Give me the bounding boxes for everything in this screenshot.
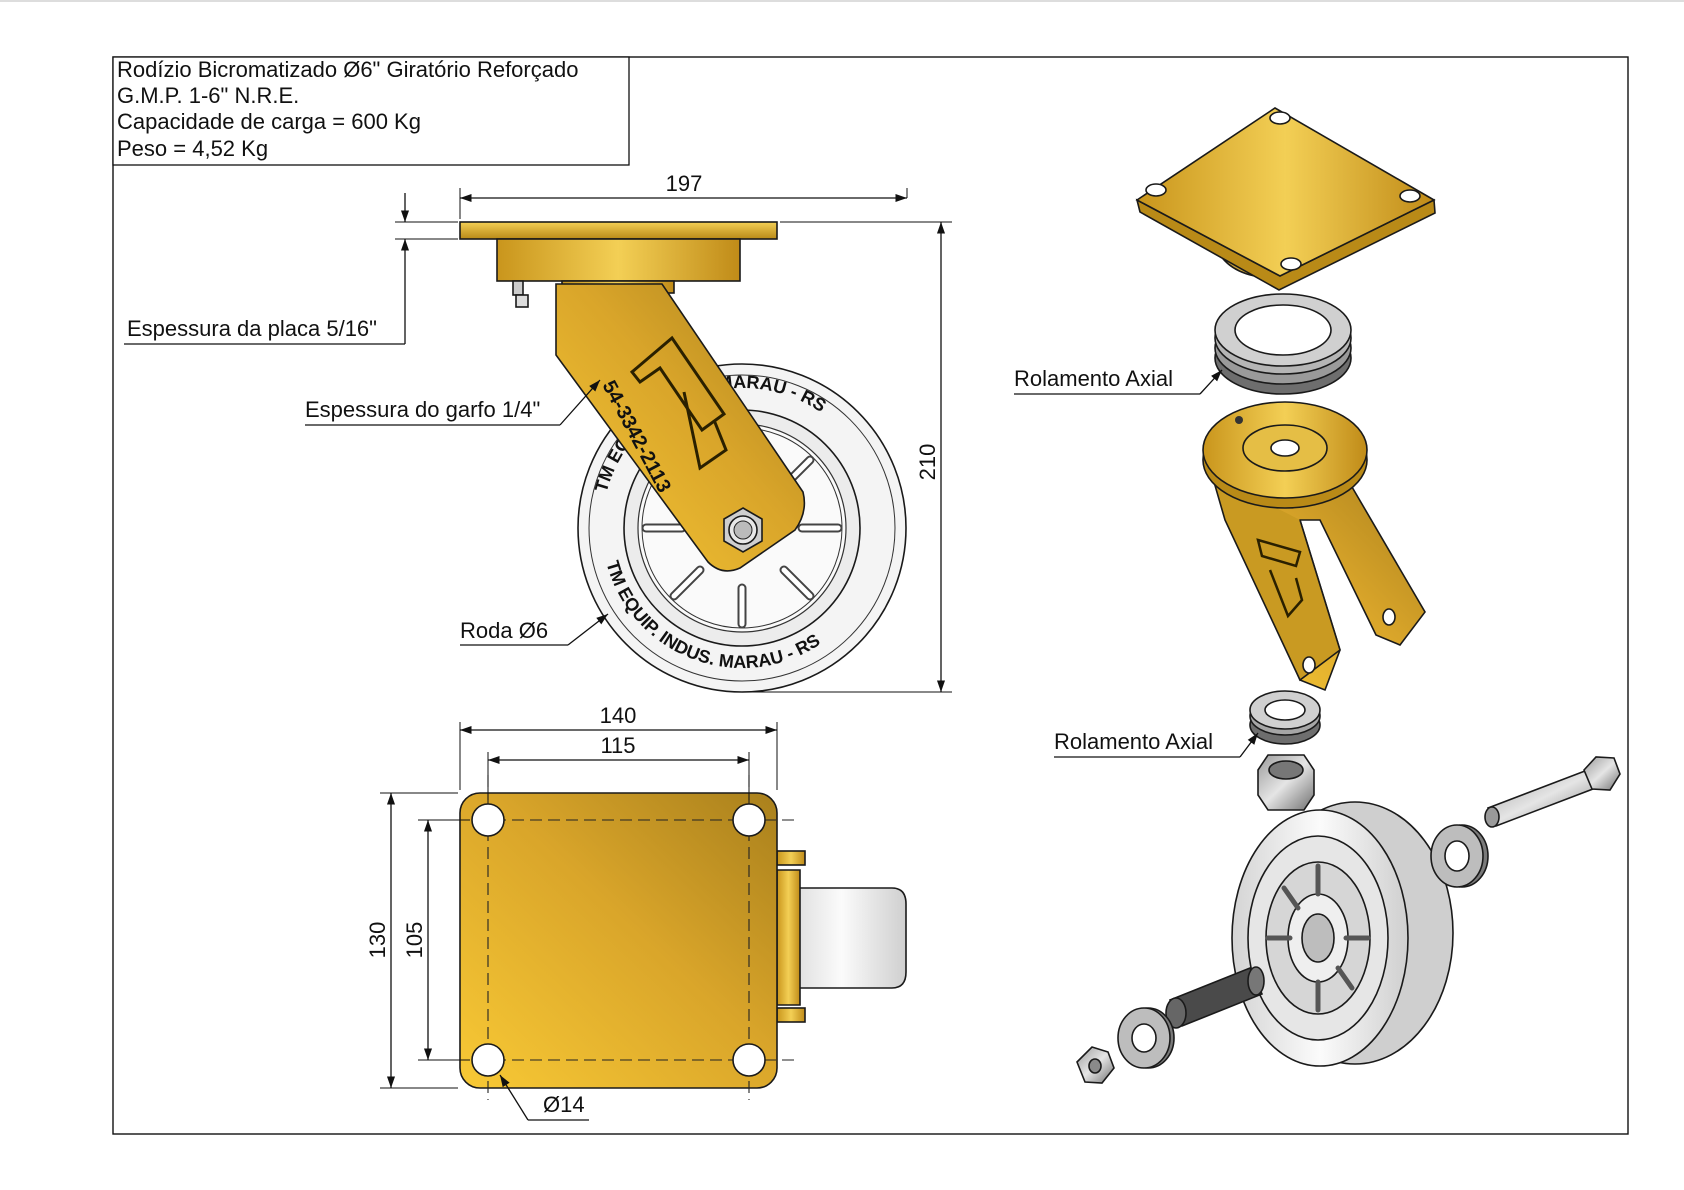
title-line-3: Capacidade de carga = 600 Kg — [117, 109, 421, 134]
top-view — [440, 775, 907, 1100]
top-view-dimensions: 140 115 130 105 Ø14 — [365, 703, 778, 1121]
side-view-fork-leg — [555, 283, 806, 572]
exploded-spacer-sleeve — [1165, 966, 1265, 1029]
mounting-hole-top-left — [471, 803, 505, 837]
dim-plate-width-197: 197 — [666, 171, 703, 196]
label-axial-bearing-top: Rolamento Axial — [1014, 366, 1173, 391]
exploded-kingpin-nut — [1257, 754, 1315, 811]
side-view-axle-nut — [723, 507, 763, 553]
mounting-hole-bottom-left — [471, 1043, 505, 1077]
dim-holes-115: 115 — [600, 733, 635, 758]
top-view-plate — [459, 792, 778, 1089]
dim-plate-130: 130 — [365, 922, 390, 959]
exploded-wheel-bearing-left — [1117, 1007, 1175, 1069]
drawing-frame — [112, 56, 1629, 1135]
exploded-axle-bolt — [1484, 756, 1621, 828]
top-view-wheel-peek — [776, 850, 907, 1023]
dim-holes-105: 105 — [402, 922, 427, 959]
exploded-wheel-bearing-right — [1430, 824, 1489, 888]
title-line-4: Peso = 4,52 Kg — [117, 136, 268, 161]
exploded-axle-nut — [1076, 1046, 1115, 1084]
dim-hole-diameter: Ø14 — [543, 1092, 585, 1117]
dim-height-210: 210 — [915, 444, 940, 481]
grease-nipple — [512, 280, 529, 308]
label-axial-bearing-bottom: Rolamento Axial — [1054, 729, 1213, 754]
mounting-hole-top-right — [732, 803, 766, 837]
title-line-2: G.M.P. 1-6" N.R.E. — [117, 83, 299, 108]
side-view-swivel-housing — [496, 238, 741, 282]
label-plate-thickness: Espessura da placa 5/16" — [127, 316, 377, 341]
exploded-wheel — [1231, 801, 1454, 1067]
exploded-axial-bearing-top — [1214, 293, 1352, 395]
side-view-top-plate — [459, 221, 778, 240]
fork-logo — [629, 335, 728, 471]
label-fork-thickness: Espessura do garfo 1/4" — [305, 397, 540, 422]
exploded-view-labels: Rolamento Axial Rolamento Axial — [1014, 366, 1259, 758]
dim-plate-140: 140 — [600, 703, 637, 728]
side-view-dimensions: 197 210 Espessura da placa 5/16" Espessu… — [124, 171, 952, 693]
title-block-border — [112, 56, 630, 166]
exploded-view — [1076, 107, 1621, 1084]
side-view: TM EQUIP. INDUS. MARAU - RS TM EQUIP. IN… — [459, 221, 907, 693]
title-block: Rodízio Bicromatizado Ø6" Giratório Refo… — [112, 56, 630, 166]
title-line-1: Rodízio Bicromatizado Ø6" Giratório Refo… — [117, 57, 578, 82]
mounting-hole-bottom-right — [732, 1043, 766, 1077]
exploded-fork — [1202, 401, 1426, 692]
label-wheel: Roda Ø6 — [460, 618, 548, 643]
exploded-axial-bearing-bottom — [1249, 690, 1321, 745]
exploded-top-plate — [1135, 107, 1436, 291]
